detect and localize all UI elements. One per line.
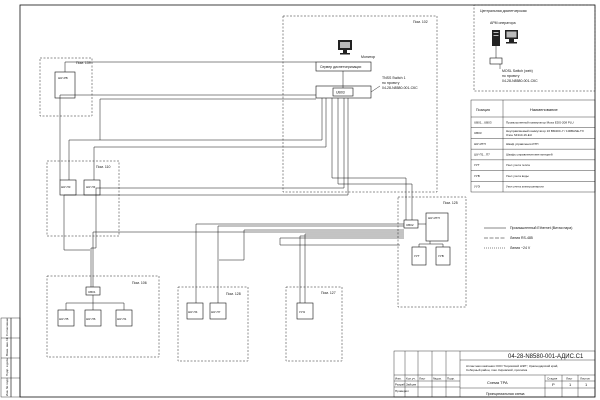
svg-text:UB01: UB01: [88, 290, 96, 294]
room-127: Пом. 127 УУЭ: [285, 286, 343, 362]
svg-text:Кол.уч.: Кол.уч.: [406, 377, 416, 381]
dispatch-server: [315, 61, 372, 72]
spec-head-name: Наименование: [530, 107, 559, 112]
svg-text:Проверил: Проверил: [395, 389, 409, 393]
room-127-label: Пом. 127: [321, 291, 336, 295]
cabinet-shu-p6: [84, 309, 102, 327]
svg-text:Изм.: Изм.: [395, 377, 402, 381]
monitor-icon: [338, 40, 352, 55]
room-128-label: Пом. 128: [226, 292, 241, 296]
svg-text:ШУ-П6: ШУ-П6: [86, 317, 96, 321]
switch-tnss-title: TNSS Switch 1: [382, 76, 406, 80]
sheet-head: Лист: [566, 377, 573, 381]
spec-row-pos: УУТ: [474, 163, 480, 167]
spec-row-name: Промышленный коммутатор Moxa EDS-208 PLU: [506, 120, 574, 124]
doc-code: 04-28-N8580-001-АДИС.С1: [508, 354, 584, 360]
central-dispatch: Центральная диспетчерская АРМ оператора …: [473, 4, 596, 92]
svg-text:ШУ-П4: ШУ-П4: [86, 185, 96, 189]
central-switch: [489, 57, 503, 65]
legend-rs485: Линия RS-485: [510, 236, 533, 240]
legend-ethernet: Промышленный Ethernet (Витая пара): [510, 226, 572, 230]
spec-row-pos: ШУ-ИТП: [474, 142, 486, 146]
side-stamp: Согласовано Взам. инв. № Подп. и дата Ин…: [0, 318, 21, 398]
monitor-label: Монитор: [361, 55, 375, 59]
svg-text:ШУ-П1: ШУ-П1: [117, 317, 127, 321]
svg-text:ШУ-П4: ШУ-П4: [188, 310, 198, 314]
room-139-label: Пом. 139: [76, 61, 91, 65]
svg-text:UB02: UB02: [406, 223, 414, 227]
sheets-value: 1: [585, 382, 588, 387]
svg-text:Лист: Лист: [419, 377, 426, 381]
stamp-agreed: Согласовано: [5, 318, 9, 336]
room-110-label: Пом. 110: [96, 165, 110, 169]
spec-row-pos: UB03: [474, 131, 482, 135]
svg-text:UB03: UB03: [336, 91, 345, 95]
svg-text:Подп.: Подп.: [447, 377, 455, 381]
svg-text:№док.: №док.: [433, 377, 442, 381]
cabinet-shu-p4b: [186, 302, 204, 320]
svg-text:ШУ-П3: ШУ-П3: [61, 185, 71, 189]
stamp-inv-orig: Инв. № подл.: [5, 377, 9, 396]
cabinet-shu-p1: [115, 309, 133, 327]
svg-text:Зайцев: Зайцев: [406, 383, 417, 387]
room-139: Пом. 139 ШУ-РВ: [39, 57, 93, 117]
legend: Промышленный Ethernet (Витая пара) Линия…: [484, 226, 572, 250]
spec-row-name: Шкафы управления вентиляцией: [506, 153, 553, 157]
room-106: Пом. 106 UB01 ШУ-П5 ШУ-П6 ШУ-П1: [46, 275, 160, 358]
svg-text:ШУ-П7: ШУ-П7: [211, 310, 221, 314]
svg-text:Разраб.: Разраб.: [395, 383, 406, 387]
room-106-label: Пом. 106: [132, 281, 147, 285]
footer-name: Принципиальная схема: [486, 392, 525, 396]
room-125-label: Пом. 125: [443, 201, 458, 205]
spec-row-pos: ШУ-П1...П7: [474, 153, 490, 157]
network-wiring: [59, 61, 413, 303]
svg-text:Сервер диспетчеризации: Сервер диспетчеризации: [320, 65, 361, 69]
svg-text:ШУ-РВ: ШУ-РВ: [58, 76, 68, 80]
spec-table: Позиция Наименование UB01...UB03 Промышле…: [470, 99, 596, 193]
room-110: Пом. 110 ШУ-П3 ШУ-П4: [46, 160, 120, 237]
drawing-frame: [19, 4, 596, 398]
cabinet-shu-p5: [57, 309, 75, 327]
spec-row-name: Узел учета электроэнергии: [506, 185, 544, 189]
operator-workstation-icon: [492, 30, 518, 46]
room-102: Пом. 102 Монитор Сервер диспетчеризации …: [282, 15, 438, 193]
central-title: Центральная диспетчерская: [480, 9, 527, 13]
switch-tnss-sub: по проекту: [382, 81, 400, 85]
sheet-name: Схема ТРА: [487, 380, 508, 385]
title-block: 04-28-N8580-001-АДИС.С1 Атлантная компан…: [393, 350, 596, 398]
legend-24v: Линия ~24 V: [510, 246, 531, 250]
spec-row-name: Узел учета тепла: [506, 163, 530, 167]
room-128: Пом. 128 ШУ-П4 ШУ-П7: [177, 286, 249, 362]
spec-row-pos: УУВ: [474, 174, 480, 178]
switch-tnss-code: 04-28-N8580-001-СКС: [382, 86, 418, 90]
svg-text:MOSL Switch (web): MOSL Switch (web): [502, 69, 533, 73]
room-125: Пом. 125 UB02 ШУ-ИТП УУТ УУВ: [397, 196, 467, 308]
stage-value: Р: [552, 382, 555, 387]
stamp-replace-inv: Взам. инв. №: [5, 337, 9, 356]
sheet-value: 1: [569, 382, 572, 387]
svg-text:ШУ-ИТП: ШУ-ИТП: [428, 216, 440, 220]
spec-row-name: Неуправляемый коммутатор 16 ВМ40С-7 / 10…: [506, 129, 584, 133]
spec-row-pos: УУЭ: [474, 185, 481, 189]
svg-text:04-28-N8580-001-СКС: 04-28-N8580-001-СКС: [502, 79, 538, 83]
svg-text:по проекту: по проекту: [502, 74, 520, 78]
stamp-sign-date: Подп. и дата: [5, 358, 9, 376]
arm-label: АРМ оператора: [490, 21, 516, 25]
stage-head: Стадия: [547, 377, 558, 381]
spec-row-name-cont: Озон SF110-16-EU: [506, 133, 532, 137]
spec-row-name: Узел учета воды: [506, 174, 529, 178]
room-102-label: Пом. 102: [413, 20, 428, 24]
doc-description: Атлантная компания ООО "Кировский НЭП", …: [466, 364, 559, 372]
svg-text:УУЭ: УУЭ: [299, 310, 306, 314]
svg-text:УУТ: УУТ: [414, 254, 420, 258]
spec-head-pos: Позиция: [476, 108, 490, 112]
doc-description-line2: Соборный район, пом. Кировский, прописка: [466, 368, 528, 372]
svg-text:ШУ-П5: ШУ-П5: [59, 317, 69, 321]
spec-row-pos: UB01...UB03: [474, 120, 492, 124]
spec-row-name: Шкаф управления ИТП: [506, 142, 538, 146]
sheets-head: Листов: [580, 377, 590, 381]
svg-text:УУВ: УУВ: [438, 254, 444, 258]
cabinet-shu-itp: [425, 212, 449, 242]
